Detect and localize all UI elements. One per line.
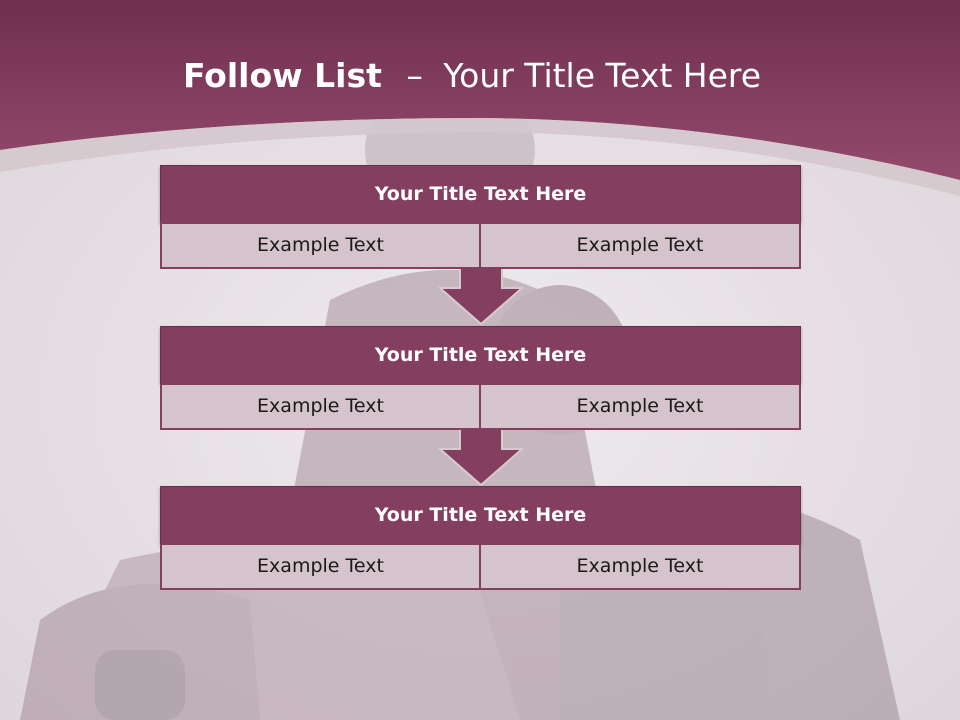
block-title-bar: Your Title Text Here bbox=[160, 165, 801, 223]
block-cell-left: Example Text bbox=[160, 383, 481, 430]
down-arrow-icon bbox=[438, 266, 524, 326]
cell-text: Example Text bbox=[257, 234, 384, 256]
block-title: Your Title Text Here bbox=[374, 344, 587, 366]
title-separator: – bbox=[406, 56, 423, 95]
list-block: Your Title Text Here Example Text Exampl… bbox=[160, 486, 801, 592]
cell-text: Example Text bbox=[576, 395, 704, 417]
block-cell-left: Example Text bbox=[160, 543, 481, 590]
down-arrow-icon bbox=[438, 427, 524, 487]
header-band bbox=[0, 0, 960, 196]
cell-text: Example Text bbox=[257, 395, 384, 417]
block-cell-right: Example Text bbox=[479, 383, 801, 430]
list-block: Your Title Text Here Example Text Exampl… bbox=[160, 326, 801, 432]
block-title: Your Title Text Here bbox=[374, 504, 587, 526]
cell-text: Example Text bbox=[576, 555, 704, 577]
block-cell-right: Example Text bbox=[479, 222, 801, 269]
title-rest: Your Title Text Here bbox=[443, 56, 762, 95]
block-title-bar: Your Title Text Here bbox=[160, 326, 801, 384]
list-block: Your Title Text Here Example Text Exampl… bbox=[160, 165, 801, 271]
slide-title: Follow List – Your Title Text Here bbox=[0, 56, 944, 96]
title-bold: Follow List bbox=[182, 56, 382, 95]
cell-text: Example Text bbox=[257, 555, 384, 577]
block-title-bar: Your Title Text Here bbox=[160, 486, 801, 544]
block-cell-right: Example Text bbox=[479, 543, 801, 590]
block-title: Your Title Text Here bbox=[374, 183, 587, 205]
block-cell-left: Example Text bbox=[160, 222, 481, 269]
cell-text: Example Text bbox=[576, 234, 704, 256]
